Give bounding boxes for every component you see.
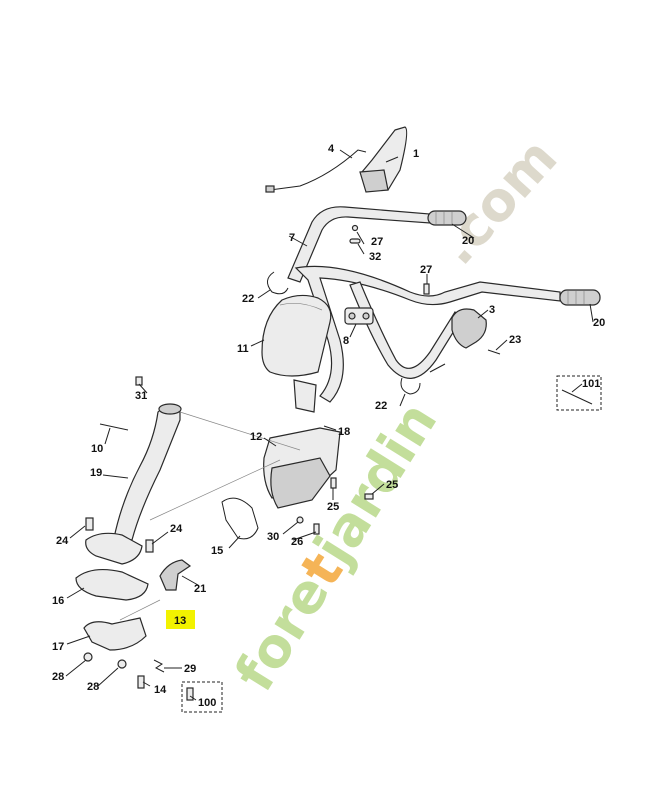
- pin-10: [99, 423, 129, 431]
- decal-8: [344, 307, 374, 325]
- guard-15: [221, 497, 259, 540]
- callout-31: 31: [135, 390, 147, 402]
- screw-23: [487, 349, 501, 355]
- dashed-box-100: [181, 681, 223, 713]
- throttle-cable: [269, 149, 367, 191]
- leader-lines: [65, 149, 594, 701]
- pin-right: [429, 363, 446, 373]
- watermark-domain: .com: [425, 126, 569, 277]
- callout-3: 3: [489, 304, 495, 316]
- grip-top: [427, 210, 467, 226]
- highlight-13: [166, 610, 195, 629]
- assembly-line-2: [149, 459, 281, 521]
- callout-14: 14: [154, 684, 167, 696]
- screw-27: [423, 283, 430, 295]
- callout-labels: 1 3 4 7 8 10 11 12 13 14 15 16 17 18 19 …: [52, 143, 605, 709]
- steering-column: [113, 405, 181, 541]
- callout-25-right: 25: [386, 479, 398, 491]
- plate-17: [83, 617, 147, 651]
- callout-19: 19: [90, 467, 102, 479]
- callout-21: 21: [194, 583, 206, 595]
- callout-101: 101: [582, 378, 600, 390]
- callout-18: 18: [338, 426, 350, 438]
- callout-8: 8: [343, 335, 349, 347]
- circlip-right: [400, 377, 421, 395]
- callout-11: 11: [237, 343, 249, 355]
- bolt-100: [186, 687, 194, 701]
- callout-27-right: 27: [420, 264, 432, 276]
- callout-29: 29: [184, 663, 196, 675]
- callout-26: 26: [291, 536, 303, 548]
- top-cover: [261, 294, 332, 377]
- callout-22-left: 22: [242, 293, 254, 305]
- lower-handlebar-arm: [349, 281, 463, 379]
- screw-31: [135, 376, 143, 386]
- callout-15: 15: [211, 545, 223, 557]
- callout-27-top: 27: [371, 236, 383, 248]
- callout-24-right: 24: [170, 523, 183, 535]
- callout-17: 17: [52, 641, 64, 653]
- callout-32: 32: [369, 251, 381, 263]
- dashed-box-101: [556, 375, 602, 411]
- grip-right: [559, 289, 601, 306]
- callout-30: 30: [267, 531, 279, 543]
- callout-12: 12: [250, 431, 262, 443]
- svg-text:.com: .com: [425, 126, 569, 277]
- callout-1: 1: [413, 148, 419, 160]
- brake-lever: [359, 126, 408, 193]
- callout-100: 100: [198, 697, 216, 709]
- callout-13: 13: [174, 615, 186, 627]
- callout-10: 10: [91, 443, 103, 455]
- bracket: [293, 379, 317, 413]
- control-housing-cover: [270, 457, 331, 509]
- callout-16: 16: [52, 595, 64, 607]
- callout-22-right: 22: [375, 400, 387, 412]
- spring-29: [153, 659, 165, 673]
- callout-28-left: 28: [52, 671, 64, 683]
- callout-7: 7: [289, 232, 295, 244]
- pin-27-32: [349, 224, 361, 244]
- circlip-left: [267, 271, 289, 295]
- column-base: [85, 532, 143, 565]
- callout-4: 4: [328, 143, 335, 155]
- callout-20-right: 20: [593, 317, 605, 329]
- bolts-25-30-26: [296, 477, 374, 535]
- callout-24-left: 24: [56, 535, 69, 547]
- nuts-28: [83, 652, 127, 669]
- lever-21: [159, 559, 192, 591]
- assembly-line-1: [179, 411, 301, 451]
- plate-16: [75, 568, 149, 601]
- assembly-line-3: [119, 599, 161, 621]
- bolts-24: [85, 517, 154, 553]
- callout-25-low: 25: [327, 501, 339, 513]
- lower-handlebar: [294, 265, 561, 403]
- throttle-control: [451, 308, 487, 349]
- cable-end: [265, 185, 275, 193]
- callout-20-top: 20: [462, 235, 474, 247]
- tie-101: [561, 389, 593, 405]
- callout-23: 23: [509, 334, 521, 346]
- callout-28-right: 28: [87, 681, 99, 693]
